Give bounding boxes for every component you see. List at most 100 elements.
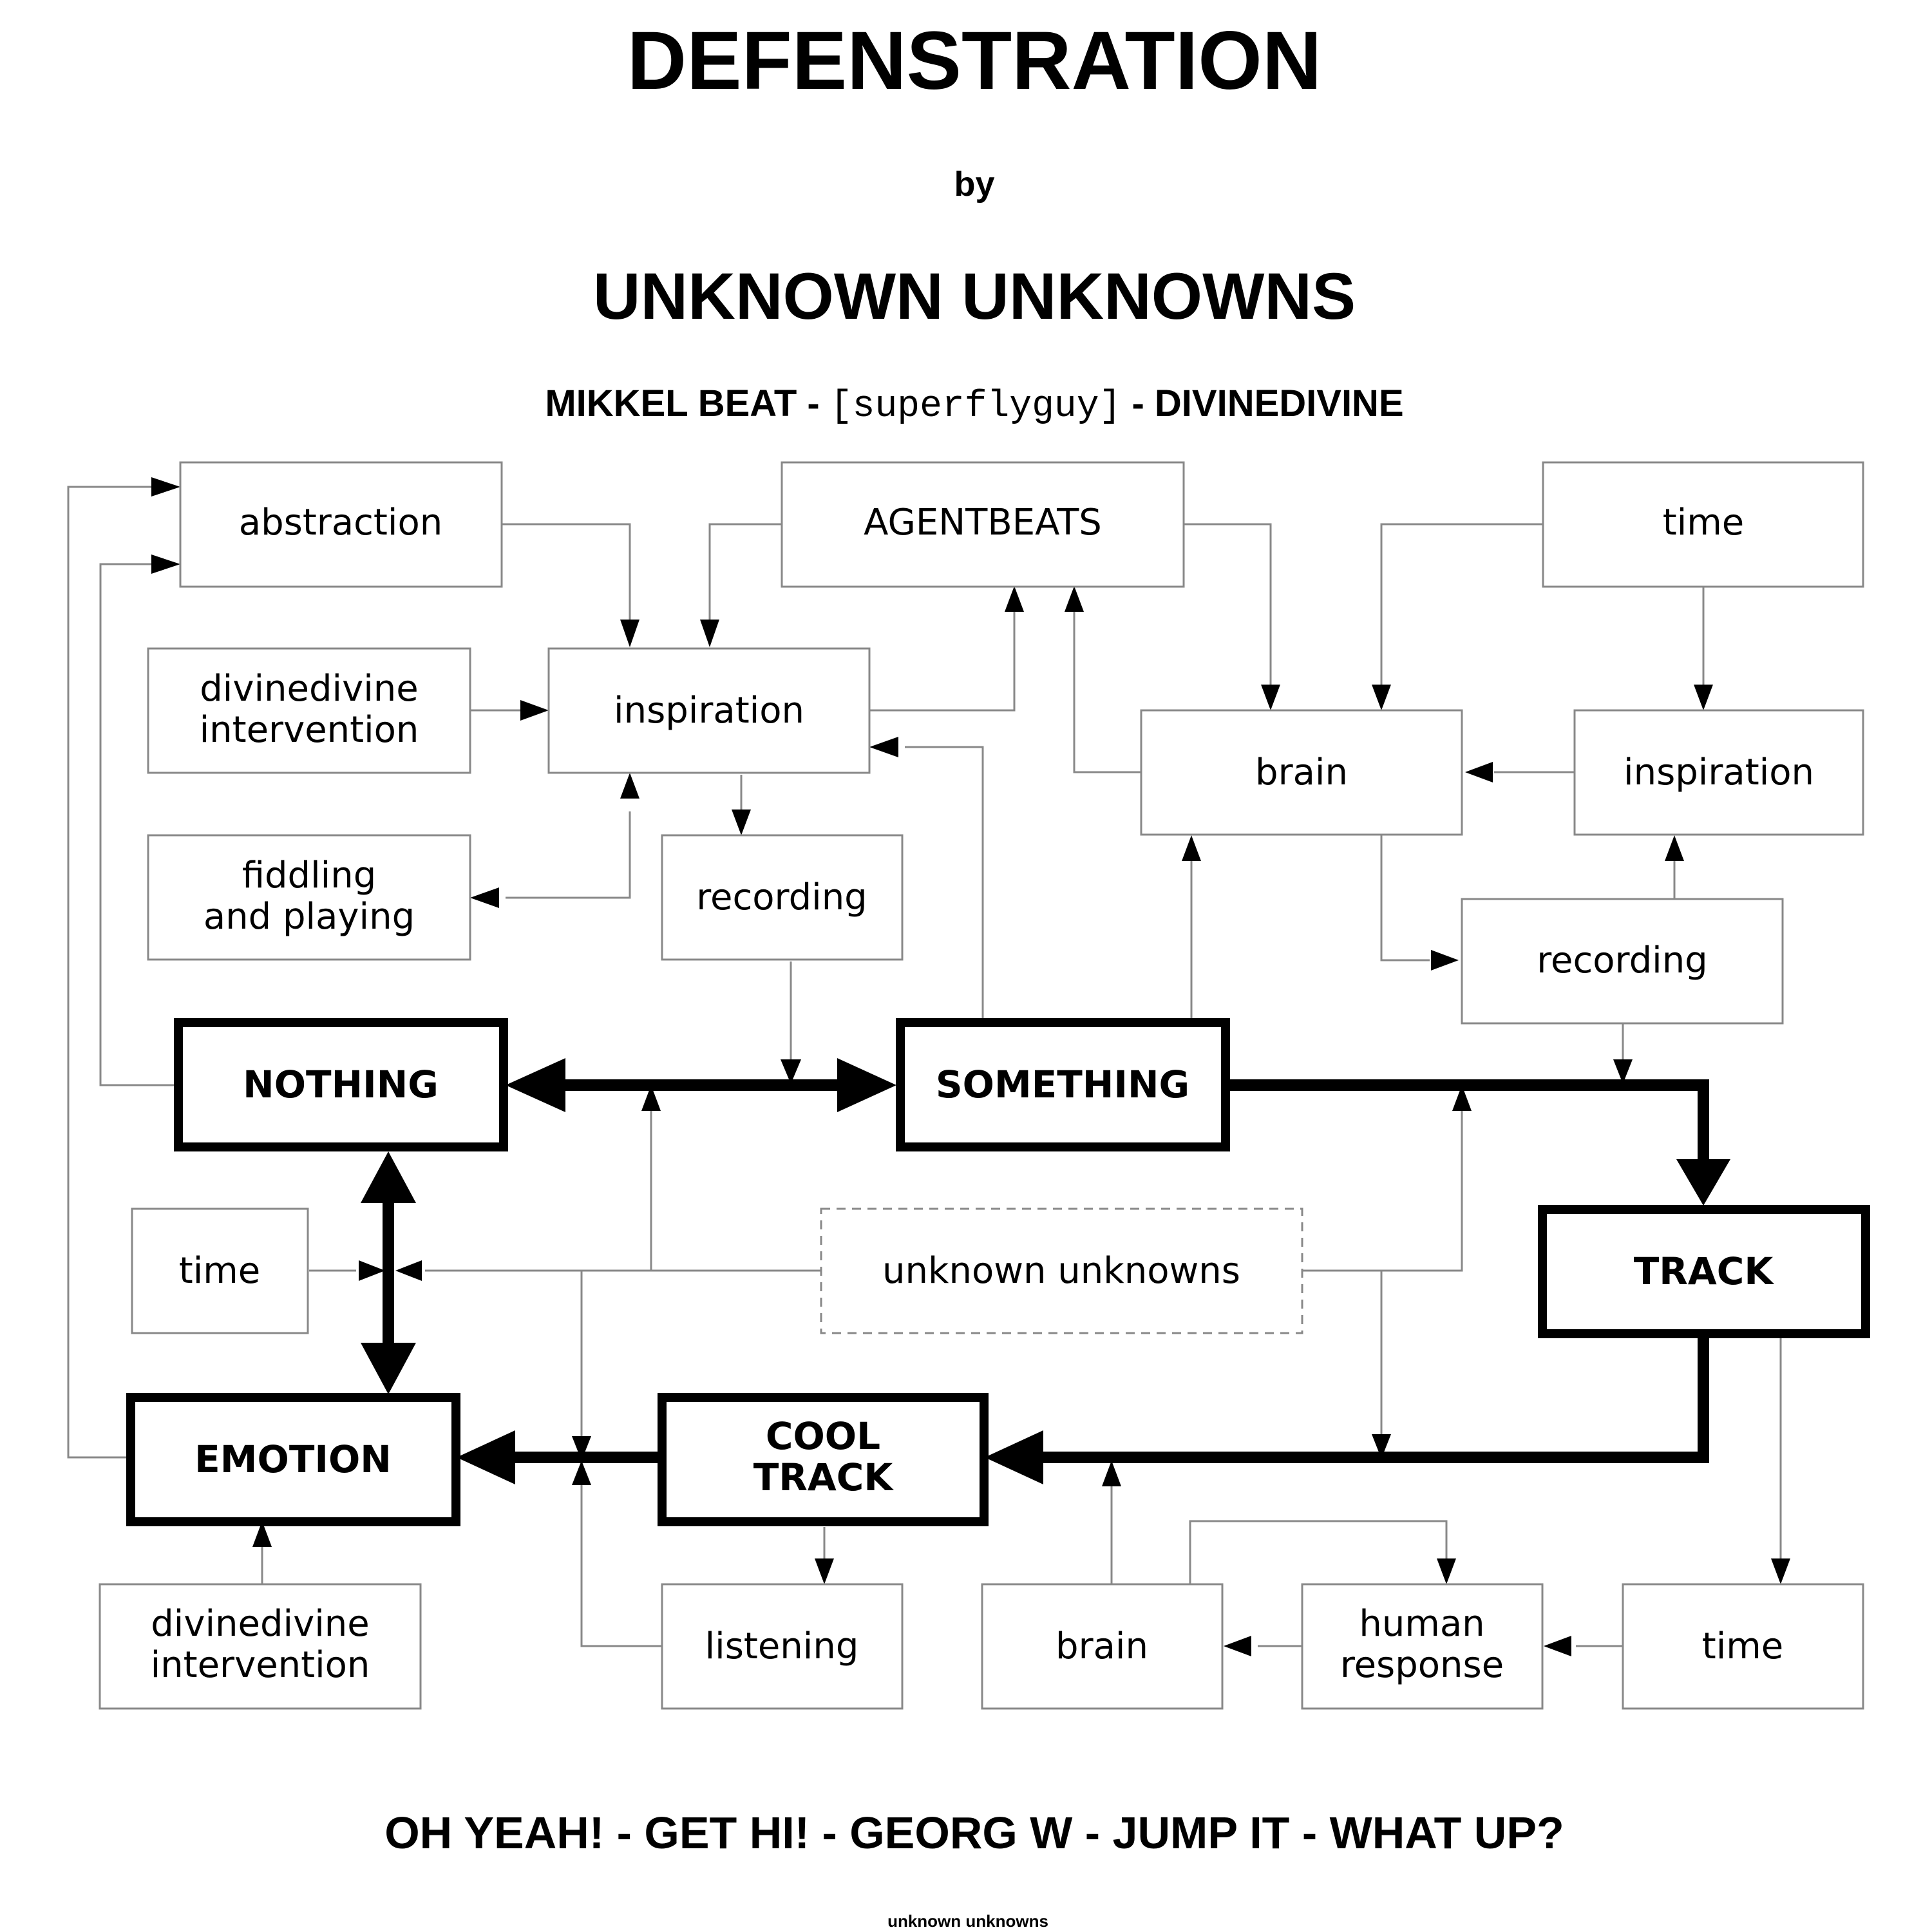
label-cool-track-2: TRACK	[753, 1455, 895, 1499]
box-recording-right	[1461, 898, 1784, 1025]
label-time-bottom: time	[1702, 1625, 1784, 1667]
connector-abstraction-inspiration	[502, 523, 631, 628]
arrow-head	[1261, 685, 1280, 710]
thick-arrow-head	[361, 1151, 416, 1203]
label-recording-left: recording	[696, 876, 867, 918]
thick-arrow-head	[457, 1430, 515, 1484]
arrow-head	[395, 1260, 422, 1281]
arrow-head	[572, 1436, 591, 1461]
arrow-head	[1465, 762, 1493, 782]
arrow-head	[1224, 1636, 1251, 1656]
arrow-head	[620, 773, 639, 799]
arrow-head	[470, 887, 499, 908]
arrow-head	[781, 1059, 801, 1084]
node-boxes	[99, 461, 1864, 1710]
arrow-head	[252, 1521, 272, 1547]
connector-inspiration-agentbeats	[869, 609, 1016, 712]
box-inspiration-right	[1573, 709, 1864, 836]
member-superflyguy: [superflyguy]	[830, 386, 1121, 428]
arrow-head	[1372, 1434, 1391, 1459]
member-mikkel-beat: MIKKEL BEAT	[545, 383, 797, 424]
box-inspiration-left	[547, 647, 871, 774]
arrow-head	[1065, 586, 1084, 612]
member-divinedivine: DIVINEDIVINE	[1155, 383, 1404, 424]
arrow-head	[1613, 1059, 1633, 1084]
label-fiddling-2: and playing	[204, 896, 415, 938]
connector-brain-recording	[1380, 835, 1430, 961]
box-recording-left	[661, 834, 904, 961]
label-agentbeats: AGENTBEATS	[864, 502, 1102, 544]
tracklist: OH YEAH! - GET HI! - GEORG W - JUMP IT -…	[384, 1808, 1564, 1858]
connector-something-inspiration	[905, 746, 984, 1022]
connector-brain-agentbeats	[1073, 609, 1141, 773]
arrow-head	[620, 620, 639, 647]
members-line: MIKKEL BEAT - [superflyguy] - DIVINEDIVI…	[545, 383, 1403, 428]
connector-unknown-unknowns-nothing-something	[650, 1111, 821, 1272]
box-unknown-unknowns	[820, 1208, 1303, 1334]
connector-unknown-unknowns-track-cooltrack	[1302, 1269, 1383, 1439]
label-emotion: EMOTION	[194, 1437, 392, 1481]
box-fiddling	[147, 834, 471, 961]
box-track	[1538, 1205, 1870, 1338]
connector-nothing-abstraction	[99, 563, 177, 1086]
arrow-head	[520, 700, 549, 721]
arrow-head	[1452, 1085, 1472, 1111]
arrow-head	[1005, 586, 1024, 612]
connector-listening-emotion	[580, 1481, 662, 1647]
arrow-head	[1771, 1558, 1790, 1584]
label-abstraction: abstraction	[239, 502, 442, 544]
by-label: by	[954, 165, 994, 204]
label-time-top: time	[1663, 502, 1745, 544]
box-brain-top	[1140, 709, 1463, 836]
arrow-head	[641, 1085, 661, 1111]
arrow-head	[1372, 685, 1391, 710]
thin-connectors	[67, 486, 1782, 1647]
label-divinedivine-top-2: intervention	[200, 709, 419, 751]
label-cool-track-1: COOL	[766, 1414, 880, 1458]
node-labels: abstraction AGENTBEATS time divinedivine…	[151, 502, 1814, 1686]
label-divinedivine-top-1: divinedivine	[200, 668, 419, 710]
label-divinedivine-bottom-1: divinedivine	[151, 1603, 370, 1645]
box-agentbeats	[781, 461, 1185, 588]
box-listening	[661, 1583, 904, 1710]
arrow-head	[359, 1260, 385, 1281]
arrow-head	[572, 1461, 591, 1485]
label-divinedivine-bottom-2: intervention	[151, 1644, 370, 1686]
arrow-head	[1544, 1636, 1571, 1656]
label-track: TRACK	[1634, 1249, 1775, 1293]
main-flow-arrowheads	[361, 1058, 1730, 1484]
thick-arrow-head	[506, 1058, 565, 1112]
label-fiddling-1: fiddling	[242, 855, 377, 896]
connector-unknown-unknowns-something-track	[1302, 1111, 1463, 1272]
arrow-head	[869, 737, 898, 757]
box-nothing	[174, 1018, 508, 1151]
label-brain-top: brain	[1255, 752, 1348, 793]
connector-emotion-abstraction	[67, 486, 164, 1459]
label-listening: listening	[705, 1625, 859, 1667]
main-flow	[383, 1079, 1709, 1463]
label-inspiration-right: inspiration	[1624, 752, 1814, 793]
title: DEFENSTRATION	[627, 15, 1322, 107]
box-human-response	[1301, 1583, 1544, 1710]
label-human-response-2: response	[1340, 1644, 1504, 1686]
box-abstraction	[179, 461, 503, 588]
members-separator: -	[797, 383, 830, 424]
label-human-response-1: human	[1359, 1603, 1484, 1645]
flow-something-track	[1224, 1079, 1709, 1179]
label-something: SOMETHING	[936, 1063, 1189, 1106]
connector-agentbeats-inspiration	[708, 523, 782, 628]
members-separator: -	[1121, 383, 1155, 424]
connector-time-brain	[1380, 523, 1543, 688]
label-recording-right: recording	[1537, 940, 1707, 981]
arrow-head	[1182, 835, 1201, 861]
box-time-left	[131, 1208, 309, 1334]
box-divinedivine-top	[147, 647, 471, 774]
connector-agentbeats-brain	[1184, 523, 1272, 688]
main-boxes	[126, 1018, 1870, 1526]
thick-arrow-head	[985, 1430, 1043, 1484]
arrow-head	[700, 620, 719, 647]
label-time-left: time	[179, 1250, 261, 1292]
footer-artist-small: unknown unknowns	[887, 1911, 1048, 1931]
connector-brain-human-response	[1189, 1520, 1448, 1584]
